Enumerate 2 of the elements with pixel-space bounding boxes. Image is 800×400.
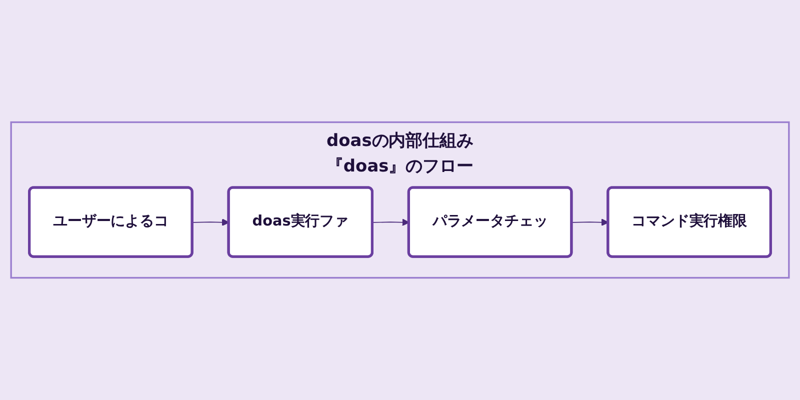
arrow xyxy=(192,218,230,226)
arrow xyxy=(372,218,410,226)
